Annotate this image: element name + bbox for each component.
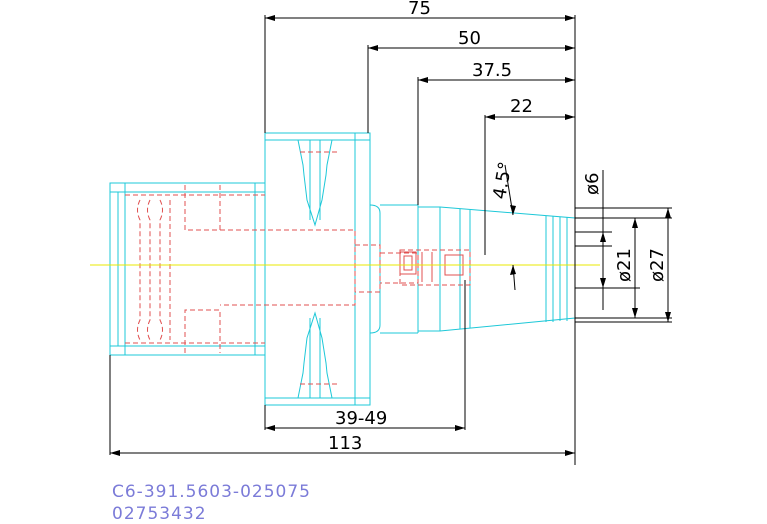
dim-diameter-6: ø6	[582, 173, 603, 195]
dim-overall-length: 75	[408, 0, 431, 19]
order-code: 02753432	[112, 504, 207, 524]
flange-outline	[264, 132, 371, 406]
dim-length-50: 50	[458, 28, 481, 49]
dim-diameter-27: ø27	[647, 248, 668, 282]
collet-outline	[417, 205, 576, 333]
coupling-outline	[109, 182, 266, 356]
hidden-lines	[125, 151, 471, 385]
neck-outline	[369, 204, 381, 334]
dimension-lines	[109, 15, 672, 465]
dim-diameter-21: ø21	[614, 248, 635, 282]
dim-clamping-range: 39-49	[335, 408, 387, 429]
dimension-arrows	[110, 15, 671, 456]
part-number: C6-391.5603-025075	[112, 482, 311, 502]
dim-total-length: 113	[328, 433, 362, 454]
dim-taper-angle: 4.5°	[489, 160, 516, 201]
dim-length-37-5: 37.5	[472, 60, 512, 81]
dim-length-22: 22	[510, 96, 533, 117]
collet-nut-detail	[399, 251, 464, 282]
tool-outline	[109, 132, 576, 406]
